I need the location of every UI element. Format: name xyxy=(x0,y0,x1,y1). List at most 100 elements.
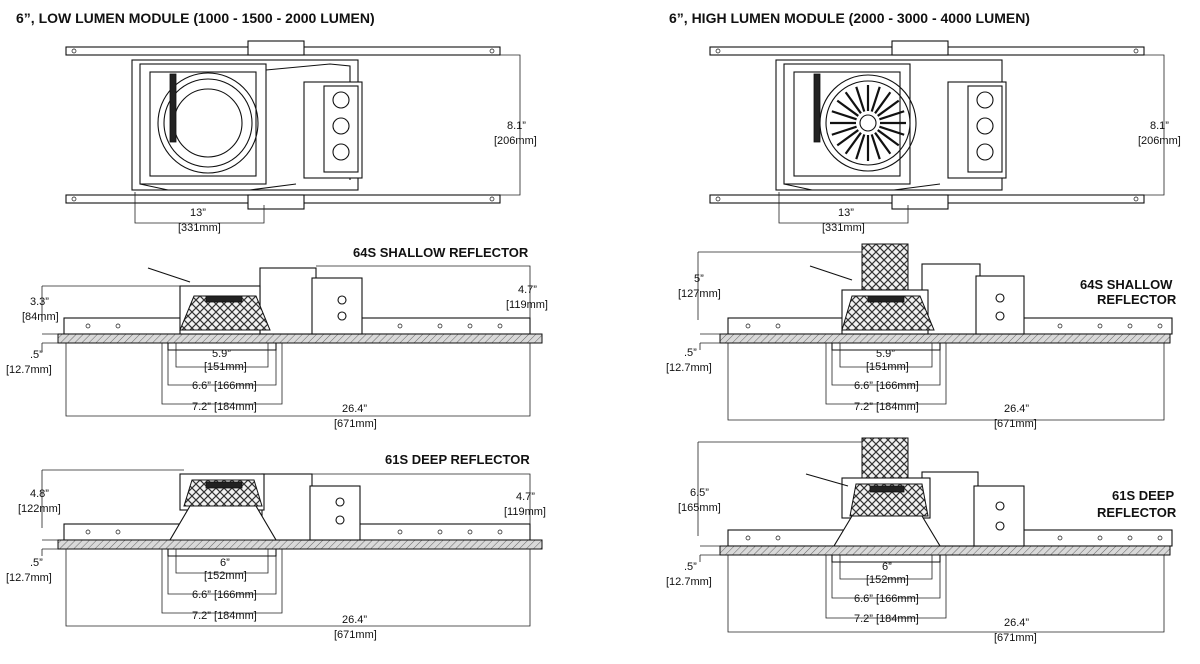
fixture-housing xyxy=(809,243,1025,335)
dim-ceiling-mm: [12.7mm] xyxy=(6,572,52,584)
dim-cutout: 7.2” [184mm] xyxy=(854,613,919,625)
dim-length-in: 26.4” xyxy=(342,614,367,626)
ceiling-section xyxy=(719,545,1171,556)
left-height-dimension: 4.8” [122mm] xyxy=(18,469,184,528)
left-top-height-dimension: 8.1” [206mm] xyxy=(494,54,537,196)
dim-length-in: 26.4” xyxy=(1004,617,1029,629)
fixture-housing xyxy=(169,473,361,541)
right-top-mounting-bar-upper xyxy=(709,40,1145,56)
heat-sink xyxy=(861,437,909,485)
right-top-view: 8.1” [206mm] 13” [331mm] xyxy=(709,40,1181,234)
heat-sink-fin xyxy=(879,110,905,121)
length-dimension: 26.4” [671mm] xyxy=(727,555,1165,644)
dim-width-mm: [331mm] xyxy=(822,222,865,234)
heat-sink-fin xyxy=(874,91,892,114)
right-height-dimension: 4.7” [119mm] xyxy=(316,265,548,318)
dim-right-height-in: 4.7” xyxy=(518,284,537,296)
trim-dimension: 6.6” [166mm] xyxy=(167,350,277,392)
dim-aperture-mm: [152mm] xyxy=(204,570,247,582)
dim-length-mm: [671mm] xyxy=(994,632,1037,644)
dim-aperture-mm: [151mm] xyxy=(866,361,909,373)
left-deep-section: 61S DEEP REFLECTOR 4.8” [122mm] 4.7” [11 xyxy=(6,452,546,641)
dim-aperture-in: 6” xyxy=(220,557,230,569)
right-top-height-dimension: 8.1” [206mm] xyxy=(1138,54,1181,196)
aperture-dimension: 5.9” [151mm] xyxy=(839,343,933,373)
cutout-dimension: 7.2” [184mm] xyxy=(825,343,947,413)
dim-ceiling-in: .5” xyxy=(684,561,697,573)
dim-width-mm: [331mm] xyxy=(178,222,221,234)
heat-sink-fin xyxy=(870,134,881,160)
left-top-mounting-bar-lower xyxy=(65,194,501,210)
aperture-dimension: 6” [152mm] xyxy=(175,549,269,582)
dim-ceiling-in: .5” xyxy=(684,347,697,359)
section-title-line-2: REFLECTOR xyxy=(1097,505,1177,520)
dim-height-mm: [206mm] xyxy=(1138,135,1181,147)
dim-length-mm: [671mm] xyxy=(334,629,377,641)
section-title: 61S DEEP REFLECTOR xyxy=(385,452,530,467)
heat-sink-fin xyxy=(855,134,866,160)
dim-length-mm: [671mm] xyxy=(334,418,377,430)
left-height-dimension: 6.5” [165mm] xyxy=(678,441,862,536)
right-top-junction-box xyxy=(947,81,1007,179)
section-title-line-1: 61S DEEP xyxy=(1112,488,1174,503)
ceiling-thickness-dimension: .5” [12.7mm] xyxy=(666,545,720,588)
trim-dimension: 6.6” [166mm] xyxy=(831,562,941,605)
dim-length-mm: [671mm] xyxy=(994,418,1037,430)
heat-sink-fin xyxy=(879,125,905,136)
dim-trim: 6.6” [166mm] xyxy=(192,380,257,392)
right-shallow-section: 64S SHALLOW REFLECTOR 5” [127mm] .5 xyxy=(666,243,1177,430)
heat-sink-fin xyxy=(877,129,900,147)
dim-trim: 6.6” [166mm] xyxy=(854,380,919,392)
dim-right-height-mm: [119mm] xyxy=(504,506,546,518)
dim-height-in: 8.1” xyxy=(1150,120,1169,132)
left-shallow-section: 64S SHALLOW REFLECTOR 3.3” [84mm] 4.7” [ xyxy=(6,245,548,430)
dim-left-height-in: 5” xyxy=(694,273,704,285)
left-module-header: 6”, LOW LUMEN MODULE (1000 - 1500 - 2000… xyxy=(16,10,375,26)
dim-width-in: 13” xyxy=(190,207,206,219)
length-dimension: 26.4” [671mm] xyxy=(65,549,531,641)
heat-sink-fin xyxy=(877,99,900,117)
dim-left-height-mm: [122mm] xyxy=(18,503,61,515)
ceiling-section xyxy=(719,333,1171,344)
right-deep-section: 61S DEEP REFLECTOR 6.5” [165mm] xyxy=(666,437,1177,644)
ceiling-thickness-dimension: .5” [12.7mm] xyxy=(666,333,720,374)
fixture-housing xyxy=(805,437,1025,547)
aperture-dimension: 5.9” [151mm] xyxy=(175,343,269,373)
section-title: 64S SHALLOW REFLECTOR xyxy=(353,245,529,260)
ceiling-thickness-dimension: .5” [12.7mm] xyxy=(6,539,58,584)
dim-trim: 6.6” [166mm] xyxy=(192,589,257,601)
trim-flange xyxy=(167,343,277,351)
left-height-dimension: 5” [127mm] xyxy=(678,251,862,320)
ceiling-thickness-dimension: .5” [12.7mm] xyxy=(6,333,58,376)
left-top-view: 8.1” [206mm] 13” [331mm] xyxy=(65,40,537,234)
dim-aperture-in: 5.9” xyxy=(876,348,895,360)
dim-left-height-in: 6.5” xyxy=(690,487,709,499)
dim-height-in: 8.1” xyxy=(507,120,526,132)
section-title-line-2: REFLECTOR xyxy=(1097,292,1177,307)
dim-ceiling-in: .5” xyxy=(30,557,43,569)
trim-flange xyxy=(831,343,941,351)
dim-aperture-in: 5.9” xyxy=(212,348,231,360)
section-title-line-1: 64S SHALLOW xyxy=(1080,277,1173,292)
dim-ceiling-mm: [12.7mm] xyxy=(6,364,52,376)
dim-right-height-in: 4.7” xyxy=(516,491,535,503)
fixture-housing xyxy=(147,267,363,335)
cutout-dimension: 7.2” [184mm] xyxy=(825,555,947,625)
dim-aperture-mm: [152mm] xyxy=(866,574,909,586)
heat-sink-fin xyxy=(831,110,857,121)
length-dimension: 26.4” [671mm] xyxy=(65,343,531,430)
dim-ceiling-in: .5” xyxy=(30,349,43,361)
dim-cutout: 7.2” [184mm] xyxy=(854,401,919,413)
length-dimension: 26.4” [671mm] xyxy=(727,343,1165,430)
right-height-dimension: 4.7” [119mm] xyxy=(312,473,546,524)
ceiling-section xyxy=(57,333,543,344)
left-height-dimension: 3.3” [84mm] xyxy=(22,285,180,323)
dim-width-in: 13” xyxy=(838,207,854,219)
dim-ceiling-mm: [12.7mm] xyxy=(666,576,712,588)
heat-sink-fin xyxy=(844,132,862,155)
right-module-header: 6”, HIGH LUMEN MODULE (2000 - 3000 - 400… xyxy=(669,10,1030,26)
trim-dimension: 6.6” [166mm] xyxy=(831,350,941,392)
dim-left-height-mm: [84mm] xyxy=(22,311,59,323)
right-top-width-dimension: 13” [331mm] xyxy=(778,192,909,234)
